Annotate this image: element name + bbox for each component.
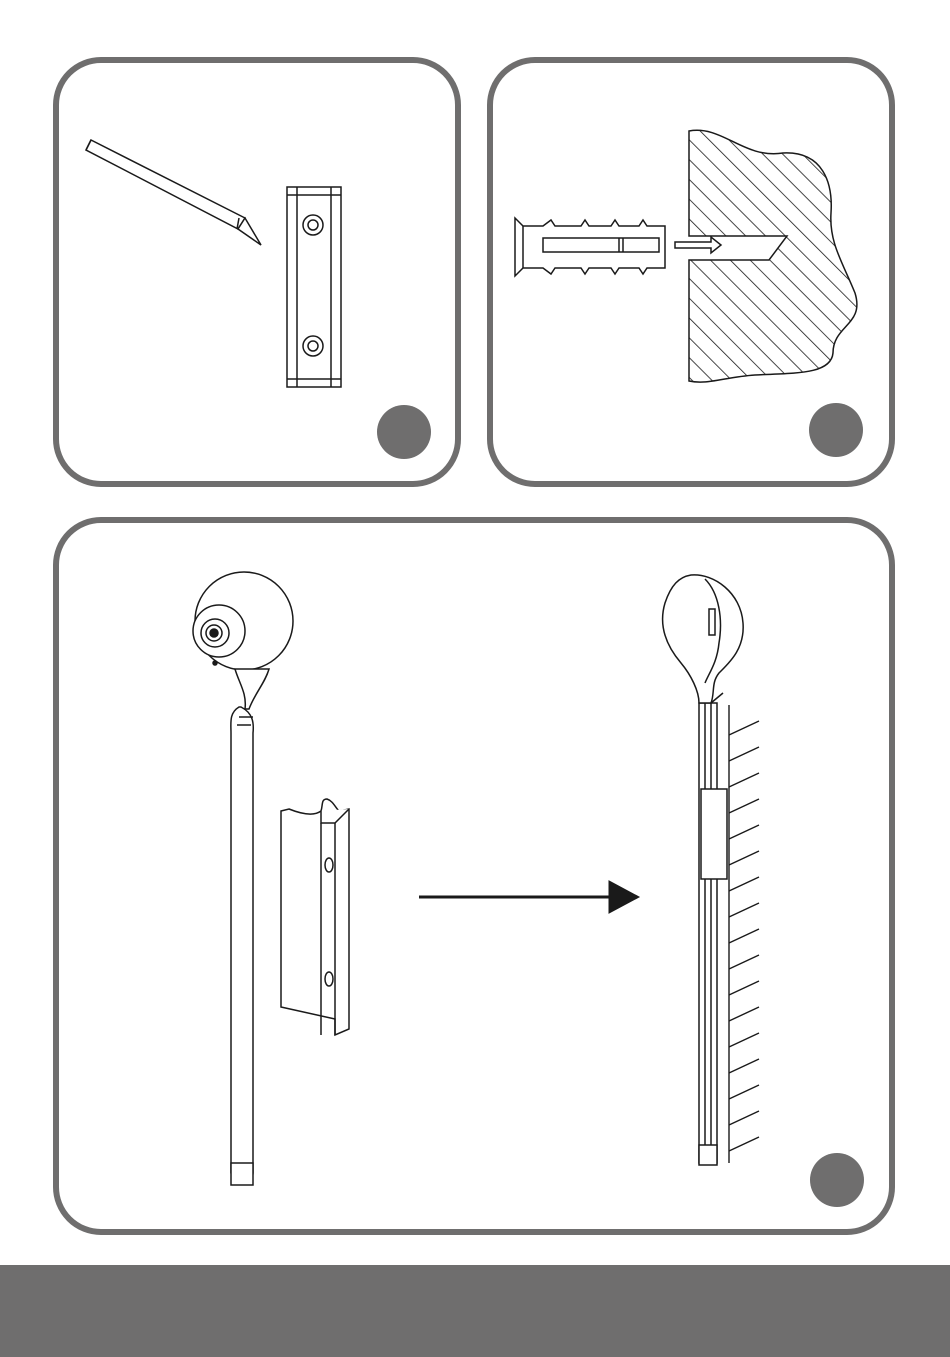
mount-camera-illustration xyxy=(59,523,889,1229)
step-panel-mount-camera xyxy=(53,517,895,1235)
step-panel-mark-holes xyxy=(53,57,461,487)
step-number-badge xyxy=(810,1153,864,1207)
camera-mounted-side-icon xyxy=(663,575,744,1165)
pencil-icon xyxy=(86,140,261,245)
step-panel-insert-plug xyxy=(487,57,895,487)
footer-bar xyxy=(0,1265,950,1357)
camera-front-icon xyxy=(193,572,293,1185)
step-number-badge xyxy=(809,403,863,457)
clip-bracket-icon xyxy=(281,799,349,1035)
assembly-direction-arrow xyxy=(419,881,639,913)
wall-bracket-icon xyxy=(287,187,341,387)
insert-direction-arrow xyxy=(675,237,721,253)
wall-surface-icon xyxy=(729,705,759,1163)
wall-section-icon xyxy=(689,130,857,382)
wall-plug-icon xyxy=(515,218,665,276)
step-number-badge xyxy=(377,405,431,459)
